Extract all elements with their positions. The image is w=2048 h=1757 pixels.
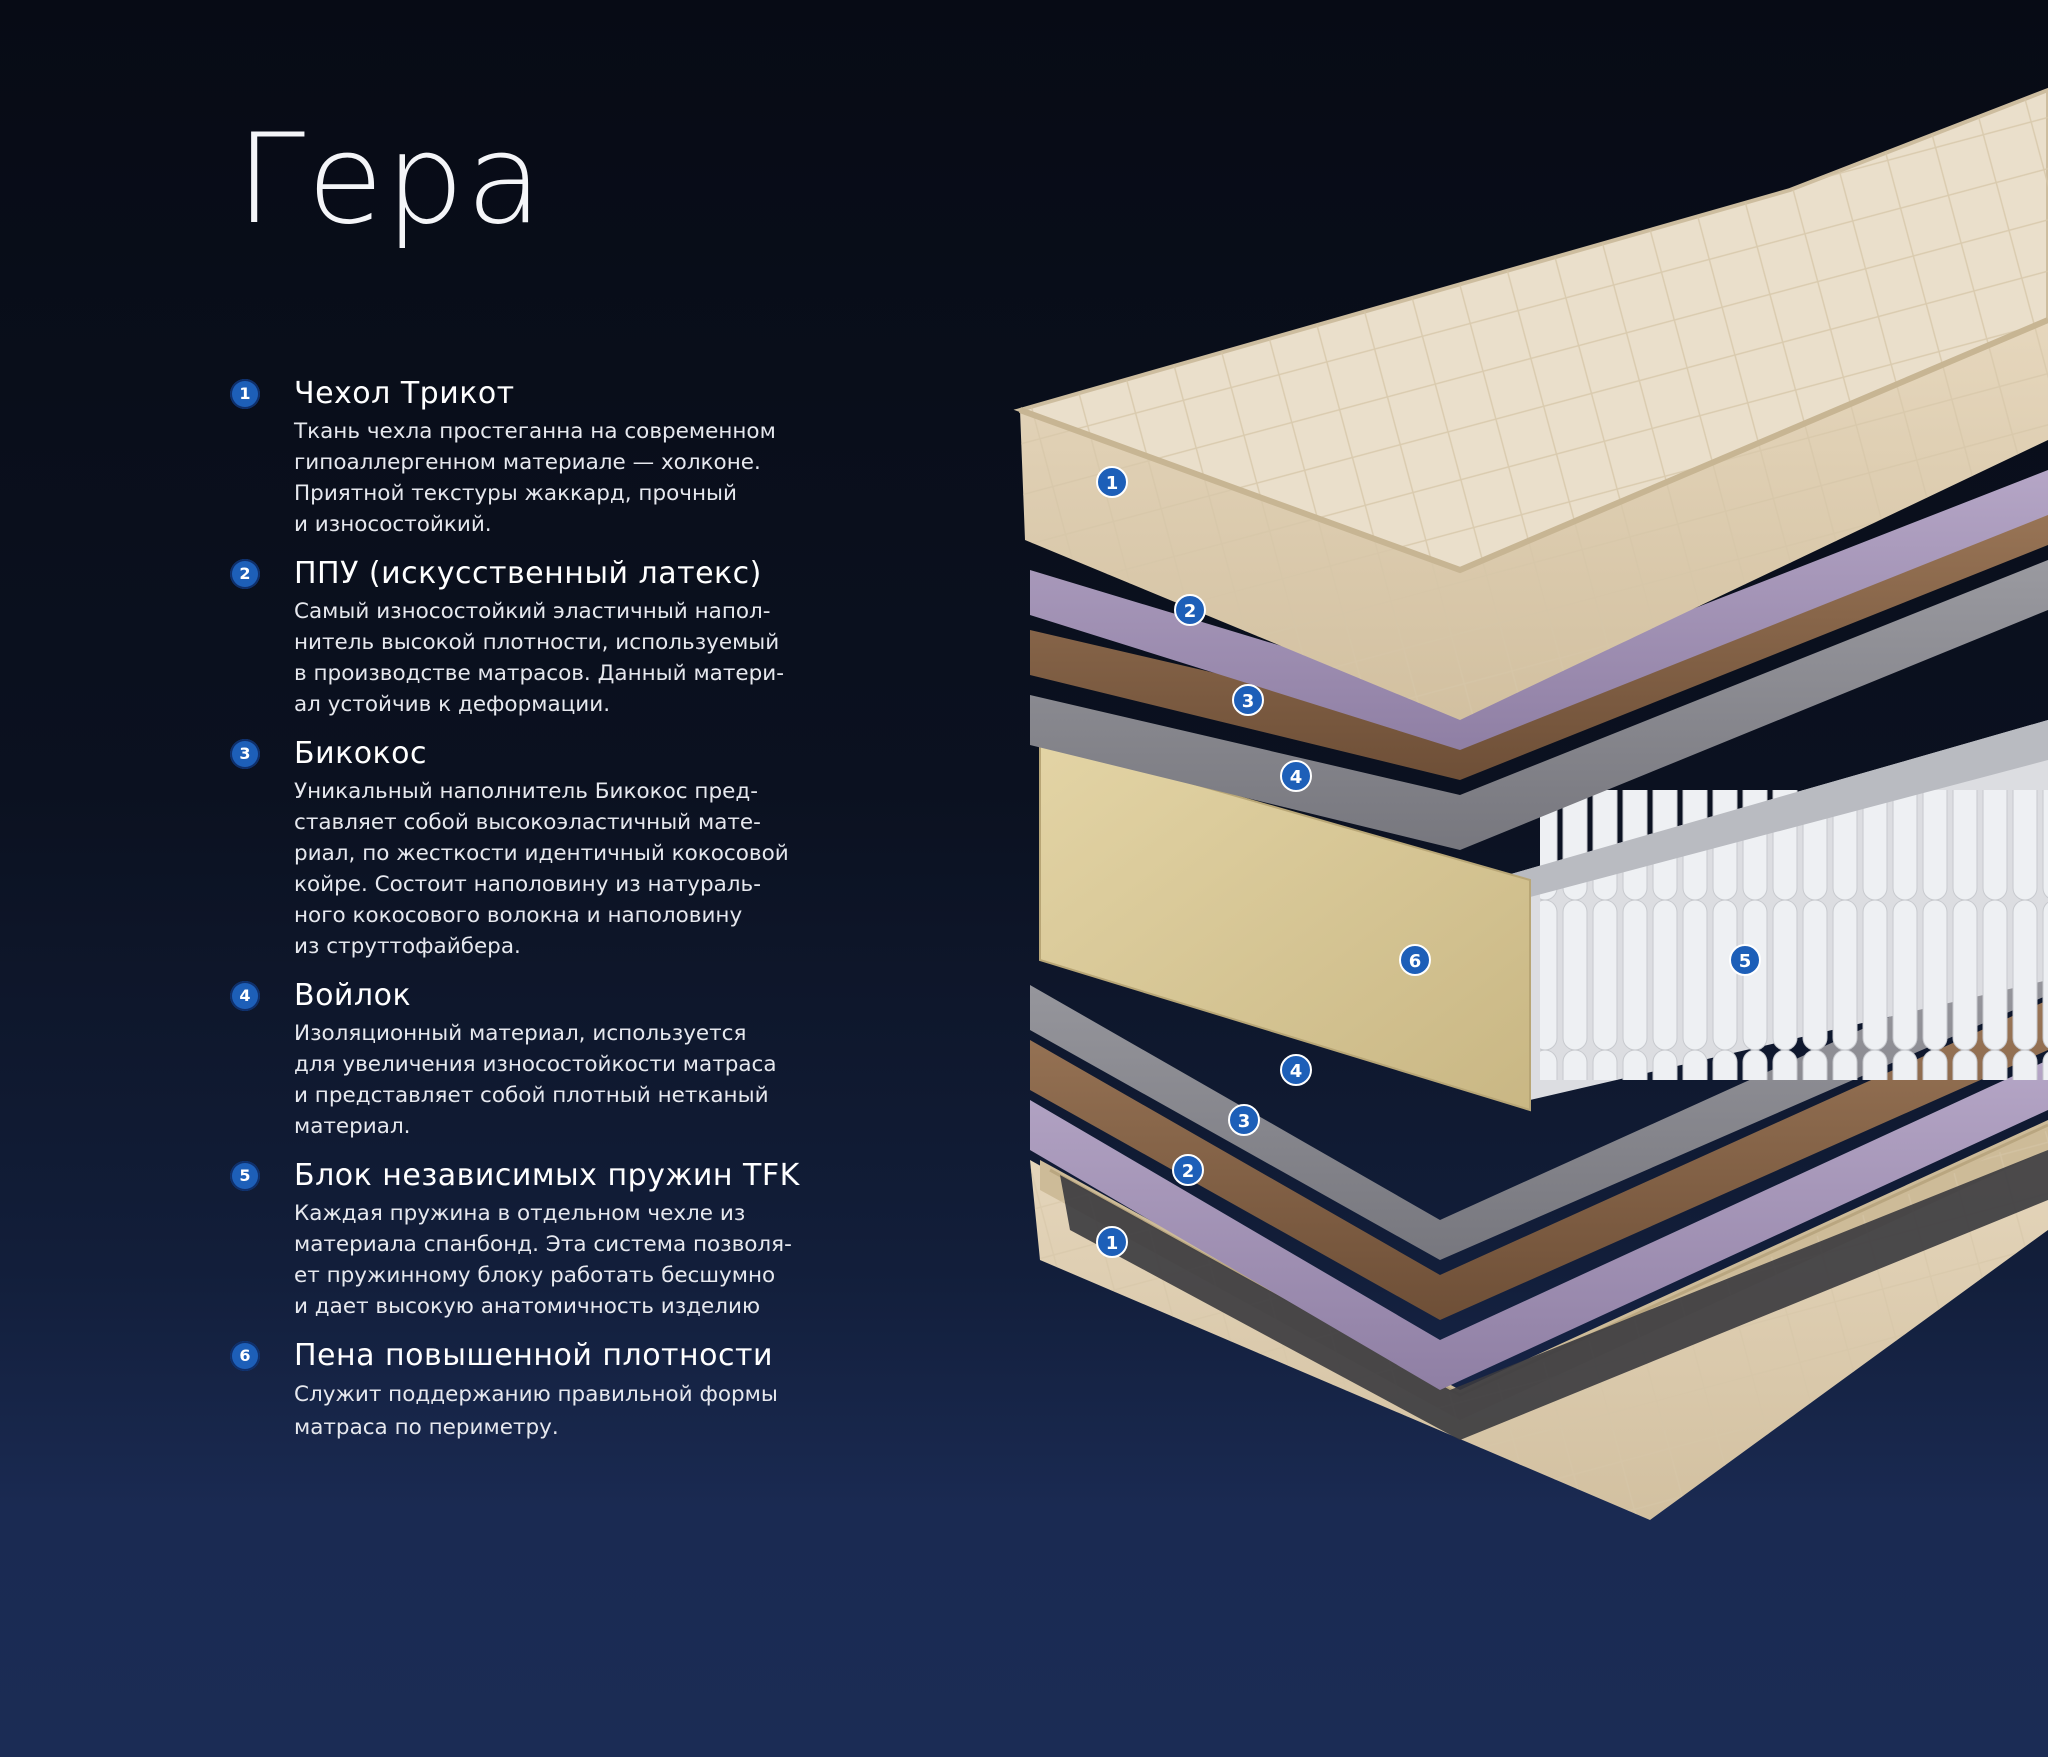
layer-item: 5 Блок независимых пружин TFK Каждая пру…	[230, 1154, 830, 1322]
bottom-bicocos-layer	[1030, 1000, 2048, 1320]
marker-cover-bottom: 1	[1096, 1226, 1128, 1258]
bottom-cover-layer	[1030, 1120, 2048, 1520]
marker-label: 3	[1238, 1111, 1251, 1132]
number-badge: 3	[230, 739, 260, 769]
number-badge: 6	[230, 1341, 260, 1371]
marker-perimeter-foam: 6	[1399, 944, 1431, 976]
layer-description: Ткань чехла простеганна на современном г…	[294, 419, 776, 537]
layer-title: Чехол Трикот	[294, 376, 515, 411]
layer-title: Бикокос	[294, 736, 428, 771]
marker-label: 1	[1106, 1233, 1119, 1254]
marker-label: 6	[1409, 951, 1422, 972]
layer-title: Войлок	[294, 978, 412, 1013]
layer-title: Блок независимых пружин TFK	[294, 1158, 800, 1193]
bottom-felt-layer	[1030, 945, 2048, 1260]
number-badge: 1	[230, 379, 260, 409]
layer-description: Уникальный наполнитель Бикокос пред- ста…	[294, 779, 789, 959]
page-title: Гера	[236, 108, 545, 252]
marker-label: 1	[1106, 473, 1119, 494]
layer-description: Каждая пружина в отдельном чехле из мате…	[294, 1201, 792, 1319]
layer-title: ППУ (искусственный латекс)	[294, 556, 762, 591]
layer-item: 2 ППУ (искусственный латекс) Самый износ…	[230, 552, 830, 720]
marker-label: 4	[1290, 767, 1303, 788]
marker-foam-top: 2	[1174, 594, 1206, 626]
marker-label: 2	[1184, 601, 1197, 622]
number-badge: 2	[230, 559, 260, 589]
marker-cover-top: 1	[1096, 466, 1128, 498]
layer-item: 6 Пена повышенной плотности Служит подде…	[230, 1334, 830, 1444]
marker-bicocos-top: 3	[1232, 684, 1264, 716]
perimeter-foam-block	[1039, 738, 1531, 1112]
layer-description: Служит поддержанию правильной формы матр…	[294, 1382, 778, 1440]
marker-felt-top: 4	[1280, 760, 1312, 792]
marker-felt-bottom: 4	[1280, 1054, 1312, 1086]
marker-label: 3	[1242, 691, 1255, 712]
marker-spring-block: 5	[1729, 944, 1761, 976]
number-badge: 4	[230, 981, 260, 1011]
layer-item: 1 Чехол Трикот Ткань чехла простеганна н…	[230, 372, 830, 540]
marker-label: 2	[1182, 1161, 1195, 1182]
number-badge: 5	[230, 1161, 260, 1191]
layer-title: Пена повышенной плотности	[294, 1338, 773, 1373]
top-cover-layer	[1013, 87, 2048, 720]
marker-bicocos-bottom: 3	[1228, 1104, 1260, 1136]
mattress-layers-illustration: 1 2 3 4 6 5 4 3 2 1	[1013, 87, 2048, 1520]
layer-item: 3 Бикокос Уникальный наполнитель Бикокос…	[230, 732, 830, 962]
marker-label: 5	[1739, 951, 1752, 972]
layers-list: 1 Чехол Трикот Ткань чехла простеганна н…	[230, 372, 830, 1444]
marker-foam-bottom: 2	[1172, 1154, 1204, 1186]
marker-label: 4	[1290, 1061, 1303, 1082]
layer-description: Изоляционный материал, используется для …	[294, 1021, 777, 1139]
layer-description: Самый износостойкий эластичный напол- ни…	[294, 599, 784, 717]
bottom-foam-layer	[1030, 1060, 2048, 1390]
top-bicocos-layer	[1030, 500, 2048, 780]
top-foam-layer	[1030, 470, 2048, 750]
layer-item: 4 Войлок Изоляционный материал, использу…	[230, 974, 830, 1142]
